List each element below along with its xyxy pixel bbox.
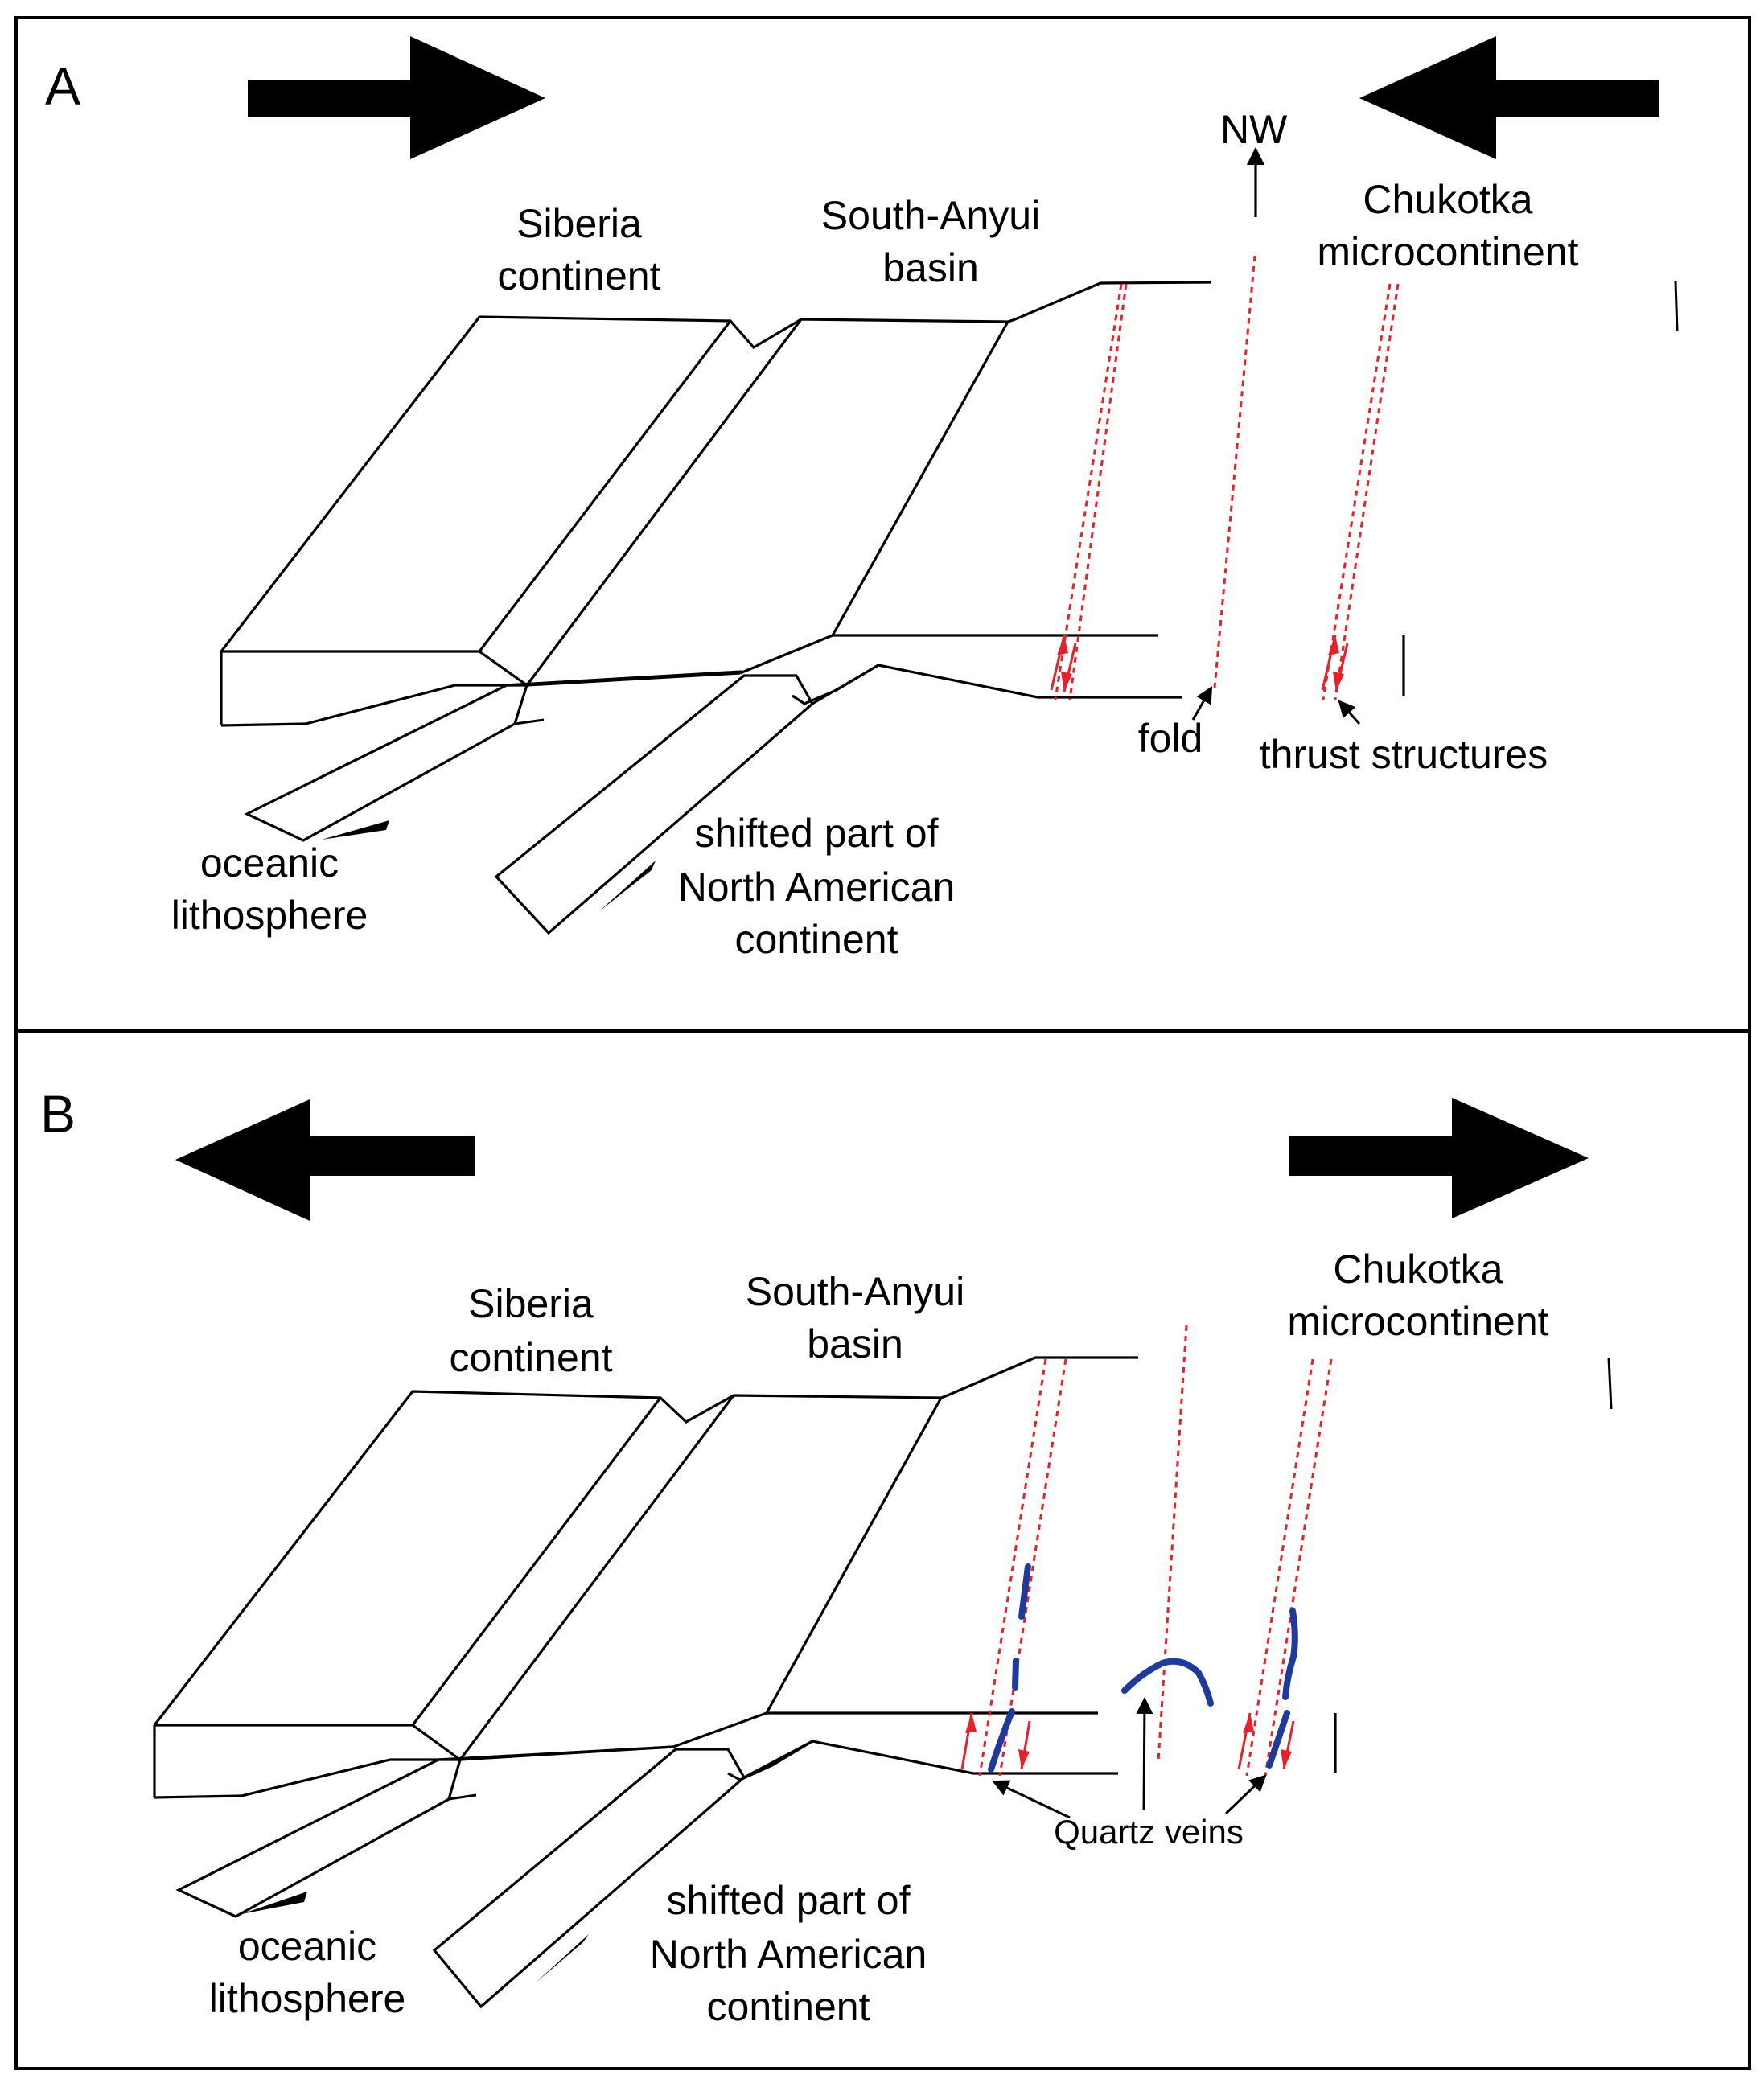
shifted-motion-icon xyxy=(535,1934,589,1983)
top-edge-line xyxy=(153,1356,1138,1726)
quartz-vein xyxy=(988,1708,1015,1773)
right-corner-tick xyxy=(1674,281,1679,332)
panel-b: B xyxy=(14,1029,1751,2070)
arrow-left-icon xyxy=(1359,36,1659,159)
panel-b-letter: B xyxy=(40,1084,76,1144)
quartz-pointer xyxy=(1224,1774,1267,1815)
oceanic-label: oceanic xyxy=(200,840,339,885)
fold-label: fold xyxy=(1138,716,1203,761)
shifted-label: shifted part of xyxy=(667,1878,911,1923)
panel-b-blocks xyxy=(153,1356,1613,2009)
top-edge-line xyxy=(220,281,1211,652)
slab-motion-icon xyxy=(241,1892,307,1914)
panel-a-letter: A xyxy=(45,56,80,116)
fold-pointer xyxy=(1191,686,1213,721)
chukotka-label: microcontinent xyxy=(1287,1299,1548,1344)
oceanic-label: oceanic xyxy=(238,1924,376,1969)
shifted-label: continent xyxy=(707,1984,870,2029)
slab-motion-icon xyxy=(322,820,389,840)
basin-label: basin xyxy=(807,1321,903,1366)
arrow-left-icon xyxy=(175,1099,475,1221)
chukotka-label: Chukotka xyxy=(1363,177,1532,222)
panel-a-blocks xyxy=(220,281,1679,935)
oceanic-label: lithosphere xyxy=(209,1976,406,2021)
basin-label: South-Anyui xyxy=(746,1269,964,1314)
siberia-label: continent xyxy=(450,1335,613,1380)
quartz-vein xyxy=(1266,1710,1290,1769)
thrust-label: thrust structures xyxy=(1260,732,1548,777)
chukotka-label: Chukotka xyxy=(1333,1247,1503,1292)
arrow-right-icon xyxy=(248,36,545,159)
shifted-label: North American xyxy=(650,1932,927,1977)
panel-b-faults xyxy=(960,1325,1333,1777)
quartz-vein xyxy=(1012,1658,1019,1691)
arrow-right-icon xyxy=(1289,1098,1589,1218)
quartz-vein xyxy=(1018,1563,1031,1620)
panel-b-frame xyxy=(14,1029,1751,2070)
chukotka-label: microcontinent xyxy=(1317,229,1578,274)
shifted-label: North American xyxy=(678,865,956,910)
basin-label: South-Anyui xyxy=(821,193,1040,238)
oceanic-label: lithosphere xyxy=(171,893,368,938)
shifted-label: shifted part of xyxy=(695,811,939,856)
basin-label: basin xyxy=(882,245,979,290)
quartz-pointer xyxy=(1136,1696,1153,1810)
thrust-pointer xyxy=(1338,700,1361,725)
panel-a: A NW xyxy=(14,16,1751,1033)
quartz-label: Quartz veins xyxy=(1054,1813,1244,1851)
oceanic-slab xyxy=(244,684,529,842)
panel-a-faults xyxy=(1050,255,1400,700)
siberia-label: Siberia xyxy=(468,1281,594,1326)
nw-label: NW xyxy=(1220,107,1288,152)
shifted-motion-icon xyxy=(599,861,656,911)
siberia-label: continent xyxy=(498,253,661,298)
quartz-veins xyxy=(988,1563,1298,1773)
quartz-vein xyxy=(1282,1608,1298,1700)
oceanic-slab xyxy=(175,1758,463,1918)
shifted-label: continent xyxy=(735,917,898,962)
quartz-pointer xyxy=(992,1780,1071,1819)
quartz-vein xyxy=(1121,1658,1214,1707)
shifted-slab xyxy=(494,674,815,935)
shifted-slab xyxy=(432,1748,746,2009)
siberia-label: Siberia xyxy=(516,201,642,246)
